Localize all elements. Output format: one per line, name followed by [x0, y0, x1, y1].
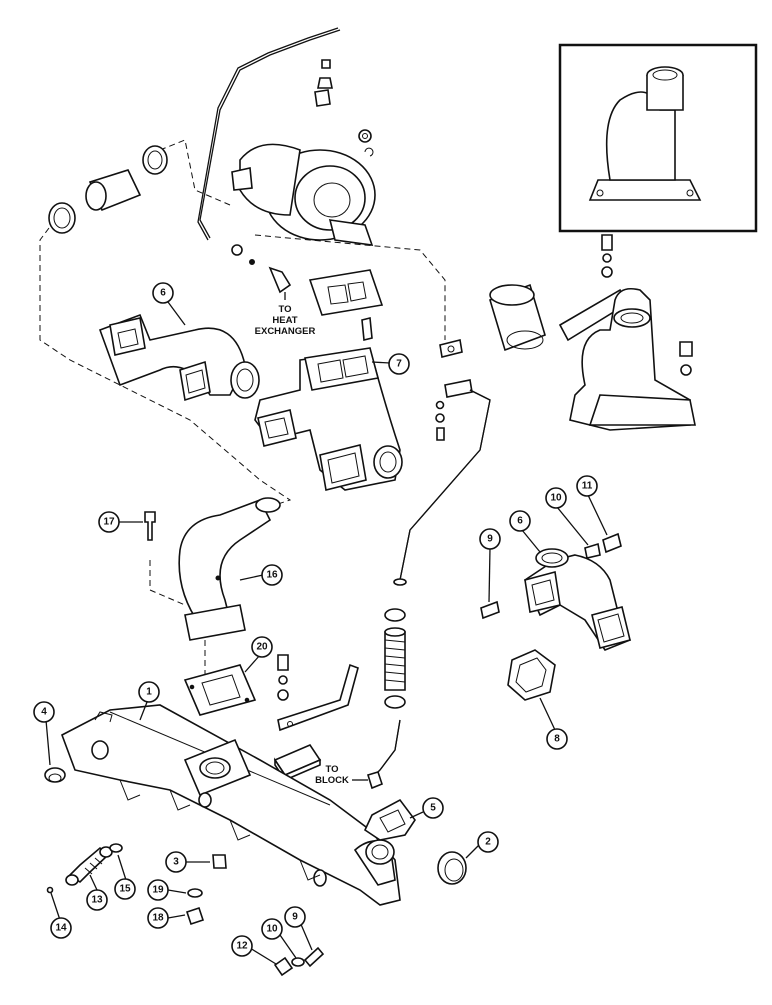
svg-text:8: 8 [554, 734, 560, 745]
callout-19: 19 [147, 879, 169, 901]
callout-5: 5 [422, 797, 444, 819]
callout-20: 20 [251, 636, 273, 658]
callout-8: 8 [546, 728, 568, 750]
callout-14: 14 [50, 917, 72, 939]
exhaust-manifold-7 [254, 347, 403, 491]
support-bracket [277, 663, 359, 732]
svg-text:18: 18 [152, 913, 164, 924]
valve-13 [65, 846, 113, 886]
callout-10-lower: 10 [261, 918, 283, 940]
oil-supply-tube [197, 27, 341, 241]
gasket-5 [363, 798, 416, 841]
oil-drain-fittings [435, 339, 473, 441]
callout-10-upper: 10 [545, 487, 567, 509]
svg-text:5: 5 [430, 803, 436, 814]
oil-return-tube [393, 389, 491, 586]
callout-3: 3 [165, 851, 187, 873]
svg-text:6: 6 [160, 288, 166, 299]
callout-2: 2 [477, 831, 499, 853]
note-to-heat-exchanger: TO HEAT EXCHANGER [255, 292, 316, 337]
svg-text:13: 13 [91, 895, 103, 906]
callout-4: 4 [33, 701, 55, 723]
svg-text:TO: TO [278, 304, 291, 315]
gasket-8 [507, 649, 556, 701]
plug-3 [212, 854, 227, 869]
svg-text:3: 3 [173, 857, 179, 868]
svg-text:1: 1 [146, 687, 152, 698]
svg-text:20: 20 [256, 642, 268, 653]
turbo-gasket [308, 269, 384, 316]
callout-12: 12 [231, 935, 253, 957]
turbo-fittings [231, 59, 374, 294]
turbo-stud [361, 316, 373, 342]
callout-9-lower: 9 [284, 906, 306, 928]
ball-14 [46, 886, 54, 894]
stud-9-right [480, 600, 500, 620]
svg-text:12: 12 [236, 941, 248, 952]
callout-11: 11 [576, 475, 598, 497]
svg-text:17: 17 [103, 517, 115, 528]
callout-9-right: 9 [479, 528, 501, 550]
nut-12 [273, 956, 294, 977]
turbocharger [231, 143, 376, 246]
riser-pipe-16 [178, 497, 281, 641]
callout-7: 7 [388, 353, 410, 375]
callout-1: 1 [138, 681, 160, 703]
svg-text:6: 6 [517, 516, 523, 527]
svg-text:10: 10 [550, 493, 562, 504]
plug-4 [44, 767, 66, 783]
cap-2 [437, 851, 467, 885]
svg-text:BLOCK: BLOCK [315, 775, 349, 786]
svg-text:HEAT: HEAT [272, 315, 297, 326]
gasket-20 [183, 664, 257, 716]
bolt-washer-nut [277, 654, 289, 701]
callout-13: 13 [86, 889, 108, 911]
washer-10-lower [291, 957, 305, 967]
svg-text:10: 10 [266, 924, 278, 935]
callout-17: 17 [98, 511, 120, 533]
svg-text:2: 2 [485, 837, 491, 848]
right-elbow-assembly [558, 234, 696, 431]
svg-text:TO: TO [325, 764, 338, 775]
stud-9-lower [303, 946, 325, 968]
svg-text:4: 4 [41, 707, 47, 718]
svg-text:7: 7 [396, 359, 402, 370]
inset-elbow-box [558, 43, 758, 233]
callout-6-upper: 6 [152, 282, 174, 304]
svg-text:15: 15 [119, 884, 131, 895]
callout-16: 16 [261, 564, 283, 586]
nut-11 [602, 532, 622, 554]
washer-19 [187, 888, 203, 898]
callout-18: 18 [147, 907, 169, 929]
svg-text:EXCHANGER: EXCHANGER [255, 326, 316, 337]
nut-18 [185, 906, 205, 926]
exhaust-pipe-lower-6 [524, 548, 632, 651]
return-hose-clamps [366, 608, 406, 790]
washer-10-upper [584, 542, 601, 559]
svg-text:14: 14 [55, 923, 67, 934]
svg-text:19: 19 [152, 885, 164, 896]
o-ring-15 [109, 843, 123, 853]
main-manifold-1 [61, 704, 401, 906]
callout-6-lower: 6 [509, 510, 531, 532]
connector-sleeve [489, 283, 546, 352]
note-to-block: TO BLOCK [315, 764, 368, 786]
leader-lines [45, 301, 608, 965]
exhaust-pipe-upper-6 [98, 313, 260, 402]
svg-text:16: 16 [266, 570, 278, 581]
callout-15: 15 [114, 878, 136, 900]
bolt-17 [144, 511, 156, 541]
intake-hose-clamps [48, 145, 168, 234]
svg-text:9: 9 [292, 912, 298, 923]
svg-text:9: 9 [487, 534, 493, 545]
svg-text:11: 11 [582, 481, 593, 492]
